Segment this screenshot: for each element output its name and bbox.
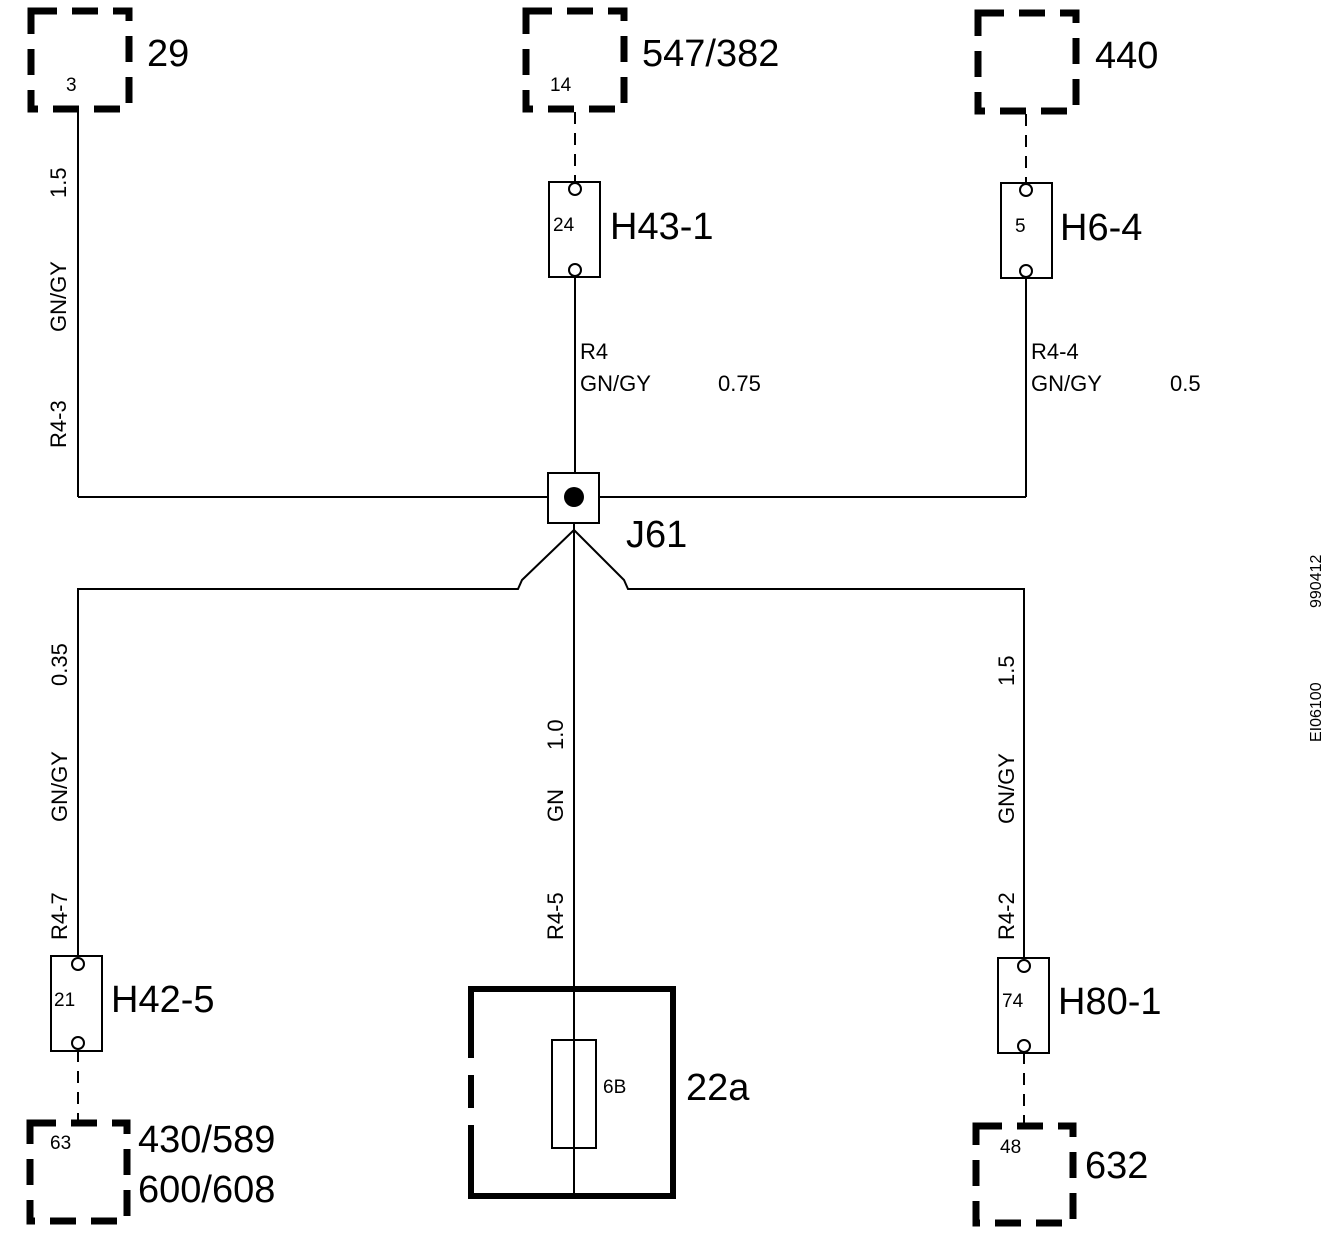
connector-h80-1-label: H80-1	[1058, 981, 1162, 1023]
component-29[interactable]: 3 29	[27, 7, 189, 113]
connector-h43-1-label: H43-1	[610, 206, 714, 248]
wire-r4-color: GN/GY	[580, 371, 651, 396]
wire-r4-7-id: R4-7	[47, 892, 72, 940]
component-430-589-label-1: 430/589	[138, 1119, 275, 1161]
connector-h6-4-pin-number: 5	[1015, 216, 1026, 237]
component-430-589[interactable]: 63 430/589 600/608	[26, 1119, 275, 1225]
wire-r4-3-id: R4-3	[46, 400, 71, 448]
wire-r4-5-color: GN	[543, 789, 568, 822]
wire-r4-7-size: 0.35	[47, 643, 72, 686]
connector-h6-4-pin-top	[1019, 183, 1033, 197]
component-22a-box	[468, 986, 676, 1199]
junction-j61-label: J61	[626, 514, 687, 556]
component-22a-label: 22a	[686, 1067, 750, 1109]
connector-h6-4[interactable]: 5 H6-4	[1000, 182, 1142, 279]
component-440[interactable]: 440	[974, 9, 1158, 115]
wire-r4-size: 0.75	[718, 371, 761, 396]
connector-h42-5-pin-top	[71, 957, 85, 971]
junction-j61-box	[547, 472, 600, 524]
connector-h80-1-pin-bottom	[1017, 1039, 1031, 1053]
wire-r4-5-id: R4-5	[543, 892, 568, 940]
wire-r4-3-size: 1.5	[46, 167, 71, 198]
component-440-label: 440	[1095, 35, 1158, 77]
connector-h6-4-pin-bottom	[1019, 264, 1033, 278]
junction-j61[interactable]: J61	[547, 472, 687, 556]
component-547-382-pin: 14	[550, 75, 572, 96]
connector-h43-1[interactable]: 24 H43-1	[548, 181, 714, 278]
wire-r4-2-color: GN/GY	[994, 753, 1019, 824]
wire-r4-5-size: 1.0	[543, 719, 568, 750]
wire-r4-4-color: GN/GY	[1031, 371, 1102, 396]
component-430-589-box	[26, 1119, 131, 1225]
connector-h80-1-pin-top	[1017, 959, 1031, 973]
connector-h43-1-pin-number: 24	[553, 215, 575, 236]
connector-h42-5-label: H42-5	[111, 979, 215, 1021]
wire-r4-id: R4	[580, 339, 608, 364]
component-29-pin: 3	[66, 75, 77, 96]
component-430-589-pin: 63	[50, 1133, 71, 1154]
component-29-label: 29	[147, 33, 189, 75]
connector-h6-4-body	[1000, 182, 1053, 279]
component-440-box	[974, 9, 1080, 115]
component-632-label: 632	[1085, 1145, 1148, 1187]
connector-h6-4-label: H6-4	[1060, 207, 1142, 249]
wire-r4-4-size: 0.5	[1170, 371, 1201, 396]
wire-junction-to-right	[573, 529, 1025, 958]
component-632[interactable]: 48 632	[972, 1122, 1148, 1227]
wire-r4-2-id: R4-2	[994, 892, 1019, 940]
wire-r4-2-size: 1.5	[994, 655, 1019, 686]
connector-h43-1-pin-bottom	[568, 263, 582, 277]
component-632-pin: 48	[1000, 1137, 1021, 1158]
reference-date: 990412	[1308, 555, 1325, 608]
component-547-382-label: 547/382	[642, 33, 779, 75]
component-547-382-box	[522, 7, 628, 113]
connector-h80-1[interactable]: 74 H80-1	[997, 957, 1162, 1054]
connector-h42-5[interactable]: 21 H42-5	[50, 955, 215, 1052]
wire-r4-3-color: GN/GY	[46, 261, 71, 332]
connector-h80-1-pin-number: 74	[1002, 991, 1024, 1012]
wire-r4-4-id: R4-4	[1031, 339, 1079, 364]
wire-junction-to-left	[77, 529, 575, 957]
connector-h43-1-pin-top	[568, 182, 582, 196]
connector-h42-5-body	[50, 955, 103, 1052]
wire-r4-7-color: GN/GY	[47, 751, 72, 822]
connector-h42-5-pin-number: 21	[54, 990, 75, 1011]
component-430-589-label-2: 600/608	[138, 1169, 275, 1211]
component-29-box	[27, 7, 133, 113]
connector-h42-5-pin-bottom	[71, 1036, 85, 1050]
fuse-6b-label: 6B	[603, 1077, 626, 1098]
component-547-382[interactable]: 14 547/382	[522, 7, 779, 113]
component-632-box	[972, 1122, 1077, 1227]
reference-code: EI06100	[1308, 682, 1325, 742]
junction-j61-dot	[564, 487, 584, 507]
component-22a[interactable]: 6B 22a	[468, 986, 750, 1199]
